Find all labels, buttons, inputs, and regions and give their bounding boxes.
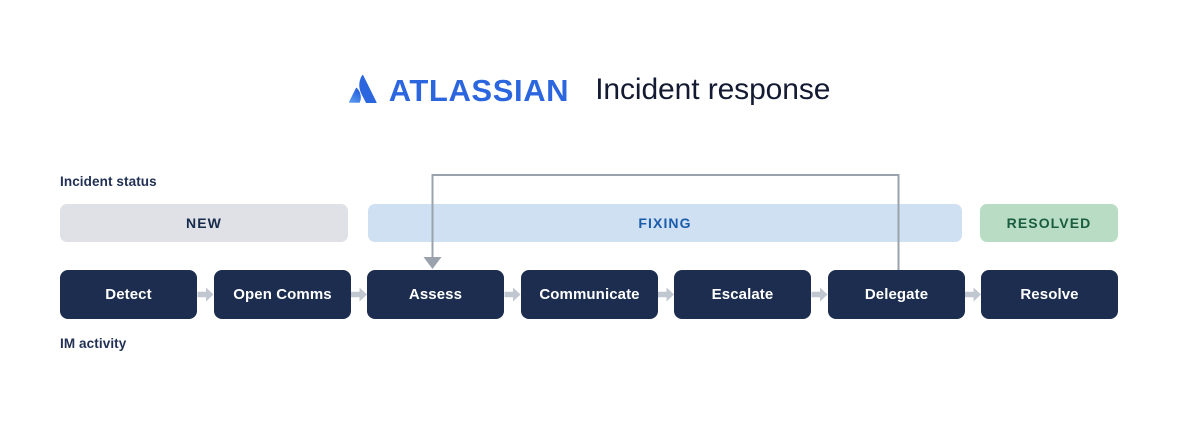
status-bar-new: NEW xyxy=(60,204,348,242)
activity-box-delegate[interactable]: Delegate xyxy=(828,270,965,319)
activity-box-assess[interactable]: Assess xyxy=(367,270,504,319)
status-bar-fixing: FIXING xyxy=(368,204,962,242)
page-header: ATLASSIAN Incident response xyxy=(0,62,1178,118)
atlassian-logo-icon xyxy=(348,75,377,104)
brand-wordmark: ATLASSIAN xyxy=(388,72,570,108)
status-bar-resolved: RESOLVED xyxy=(980,204,1118,242)
activity-box-detect[interactable]: Detect xyxy=(60,270,197,319)
activity-box-resolve[interactable]: Resolve xyxy=(981,270,1118,319)
activity-box-escalate[interactable]: Escalate xyxy=(674,270,811,319)
im-activity-label: IM activity xyxy=(60,336,127,351)
incident-status-track: NEW FIXING RESOLVED xyxy=(0,204,1178,242)
feedback-loop-arrowhead-icon xyxy=(423,257,442,269)
atlassian-brand-lockup: ATLASSIAN xyxy=(348,75,570,106)
page-title: Incident response xyxy=(595,73,831,106)
im-activity-track: Detect Open Comms Assess Communicate Escalat… xyxy=(0,270,1178,319)
activity-box-communicate[interactable]: Communicate xyxy=(521,270,658,319)
activity-box-open-comms[interactable]: Open Comms xyxy=(214,270,351,319)
incident-status-label: Incident status xyxy=(60,174,157,189)
